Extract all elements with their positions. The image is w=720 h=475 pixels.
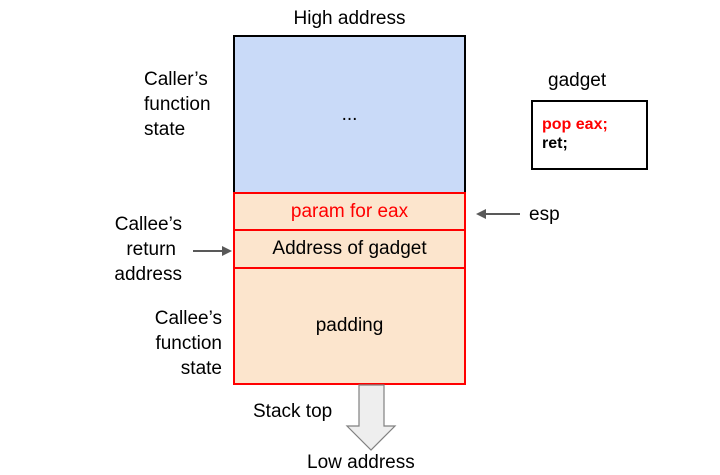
padding-label: padding: [315, 315, 384, 336]
param-eax-label: param for eax: [290, 200, 409, 222]
gadget-line-ret: ret;: [542, 135, 568, 152]
callee-state-line: function: [155, 333, 222, 354]
callee-return-label: Callee’s return address: [96, 212, 182, 287]
gadget-title: gadget: [548, 70, 607, 91]
callee-return-line: Callee’s: [114, 214, 182, 235]
caller-ellipsis: ...: [341, 104, 358, 125]
high-address-label: High address: [293, 8, 406, 29]
caller-label-line: Caller’s: [144, 69, 208, 90]
caller-frame-block: [233, 35, 466, 193]
gadget-address-label: Address of gadget: [272, 238, 427, 259]
callee-return-line: address: [114, 264, 182, 285]
esp-label: esp: [529, 204, 560, 225]
caller-label-line: function: [144, 94, 211, 115]
stack-top-label: Stack top: [253, 401, 333, 422]
callee-return-line: return: [126, 239, 176, 260]
stack-row-padding: padding: [233, 267, 466, 385]
callee-state-line: Callee’s: [154, 308, 222, 329]
return-address-arrow-icon: [193, 246, 232, 256]
gadget-line-pop: pop eax;: [542, 116, 608, 133]
callee-state-label: Callee’s function state: [130, 306, 222, 381]
low-address-label: Low address: [307, 452, 415, 473]
gadget-code-box: pop eax; ret;: [531, 100, 648, 170]
callee-state-line: state: [180, 358, 222, 379]
caller-label-line: state: [144, 119, 186, 140]
stack-row-param-eax: param for eax: [233, 192, 466, 231]
stack-growth-down-arrow-icon: [345, 384, 397, 451]
esp-arrow-icon: [476, 209, 520, 219]
caller-state-label: Caller’s function state: [144, 67, 211, 142]
